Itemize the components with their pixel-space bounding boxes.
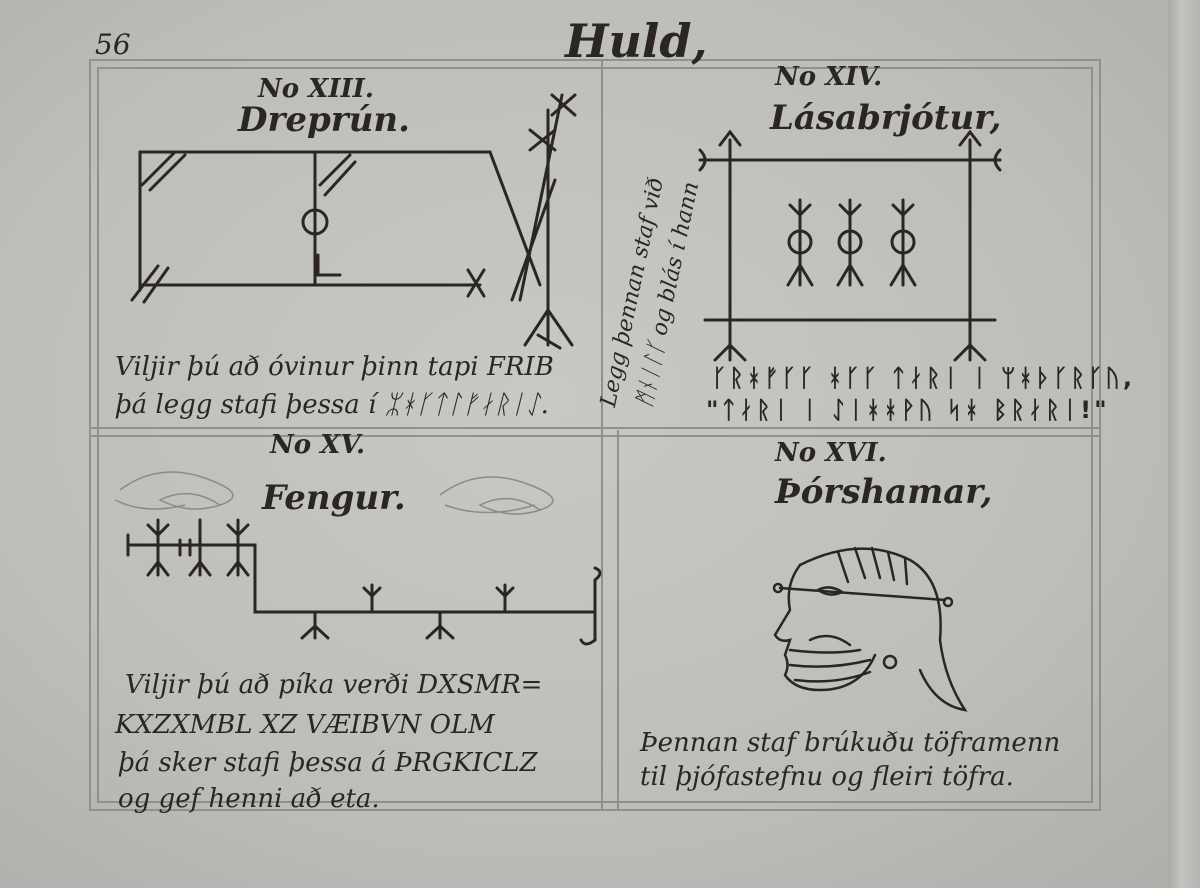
cell-15-number: No XV. xyxy=(270,430,366,460)
cell-13-title: Dreprún. xyxy=(238,100,410,140)
cell-14-runes-2: "ᛏᛅᚱᛁ ᛁ ᛇᛁᚼᚼᚹᚢ ᛋᚼ ᛒᚱᛅᚱᛁ!" xyxy=(706,396,1110,424)
lasabrjotur-stave xyxy=(698,129,1002,362)
cell-15-caption-3: þá sker stafi þessa á ÞRGKICLZ xyxy=(118,748,538,778)
cell-13-number: No XIII. xyxy=(258,74,374,104)
cell-14-runes-1: ᚴᚱᚼᚠᚴᚴ ᚼᚴᚴ ᛏᛅᚱᛁ ᛁ ᛘᚼᚦᚴᚱᚴᚢ, xyxy=(712,364,1135,392)
cell-15-caption-4: og gef henni að eta. xyxy=(118,784,380,814)
page-fold xyxy=(1168,0,1200,888)
cell-14-number: No XIV. xyxy=(775,62,883,92)
cell-16-title: Þórshamar, xyxy=(775,472,993,512)
panel-grid xyxy=(89,59,1101,811)
cell-16-caption-1: Þennan staf brúkuðu töframenn xyxy=(640,728,1061,758)
cell-13-caption-1: Viljir þú að óvinur þinn tapi FRIB xyxy=(115,352,554,382)
thorshamar-head xyxy=(772,546,968,712)
cell-15-caption-2: KXZXMBL XZ VÆIBVN OLM xyxy=(115,710,495,740)
cell-15-title: Fengur. xyxy=(262,478,406,518)
cell-13-caption-2: þá legg stafi þessa í ᛯᚼᚴᛏᛚᚠᛅᚱᛁᛇ. xyxy=(115,390,549,420)
dreprun-stave xyxy=(130,93,577,350)
cell-14-title: Lásabrjótur, xyxy=(770,98,1002,138)
cell-16-caption-2: til þjófastefnu og fleiri töfra. xyxy=(640,762,1014,792)
cell-16-number: No XVI. xyxy=(775,438,887,468)
pencil-flourishes xyxy=(114,471,554,515)
fengur-stave xyxy=(126,518,602,646)
page-heading: Huld, xyxy=(565,14,708,68)
page-number: 56 xyxy=(95,28,131,61)
cell-15-caption-1: Viljir þú að píka verði DXSMR= xyxy=(125,670,543,700)
